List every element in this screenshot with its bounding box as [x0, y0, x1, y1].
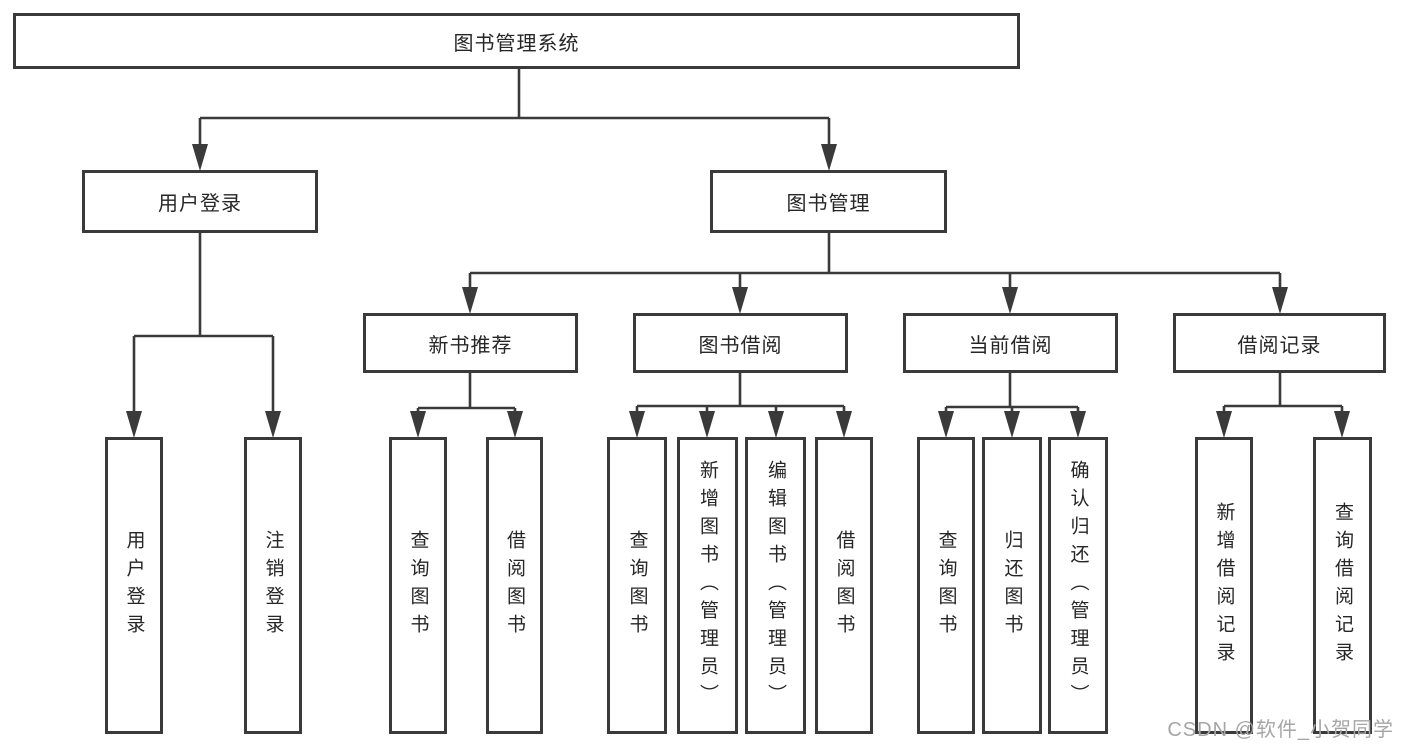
leaf-add-borrow-record: 新增借阅记录: [1195, 437, 1253, 734]
leaf-borrow-book-label: 借阅图书: [833, 529, 855, 642]
leaf-return-book: 归还图书: [982, 437, 1042, 734]
leaf-query-borrow-record-label: 查询借阅记录: [1332, 501, 1353, 670]
connector-shafts: [132, 69, 1344, 414]
connector-new-book-recommend: [416, 373, 517, 414]
node-borrow-record-label: 借阅记录: [1237, 334, 1322, 357]
leaf-borrow-book-recommend-label: 借阅图书: [504, 529, 525, 642]
node-user-login-label: 用户登录: [158, 193, 242, 215]
connector-arrowheads: [126, 144, 1350, 438]
leaf-query-borrow-record: 查询借阅记录: [1313, 437, 1372, 734]
leaf-user-login: 用户登录: [105, 437, 163, 734]
leaf-query-book-recommend: 查询图书: [389, 437, 447, 734]
leaf-add-book-admin-label: 新增图书（管理员）: [697, 459, 718, 712]
node-root-system-label: 图书管理系统: [453, 32, 580, 55]
node-new-book-recommend-label: 新书推荐: [428, 334, 513, 357]
leaf-logout: 注销登录: [244, 437, 302, 734]
node-book-borrow-label: 图书借阅: [698, 334, 783, 357]
connector-current-borrow: [944, 373, 1080, 414]
node-book-management-label: 图书管理: [786, 193, 871, 215]
leaf-add-book-admin: 新增图书（管理员）: [677, 437, 738, 734]
node-user-login: 用户登录: [82, 170, 318, 233]
leaf-user-login-label: 用户登录: [123, 529, 145, 642]
connector-user-login: [132, 233, 275, 414]
leaf-query-book-borrow: 查询图书: [607, 437, 667, 734]
connector-borrow-record: [1222, 373, 1344, 414]
leaf-confirm-return-admin: 确认归还（管理员）: [1048, 437, 1108, 734]
leaf-edit-book-admin: 编辑图书（管理员）: [745, 437, 806, 734]
leaf-add-borrow-record-label: 新增借阅记录: [1213, 501, 1235, 670]
leaf-query-book-recommend-label: 查询图书: [407, 529, 429, 642]
leaf-confirm-return-admin-label: 确认归还（管理员）: [1067, 459, 1089, 712]
csdn-watermark: CSDN @软件_小贺同学: [1167, 719, 1394, 741]
leaf-query-book-current: 查询图书: [917, 437, 975, 734]
leaf-edit-book-admin-label: 编辑图书（管理员）: [765, 459, 786, 712]
node-current-borrow-label: 当前借阅: [968, 334, 1053, 357]
node-book-borrow: 图书借阅: [633, 313, 848, 373]
leaf-borrow-book-recommend: 借阅图书: [486, 437, 543, 734]
leaf-query-book-borrow-label: 查询图书: [626, 529, 648, 642]
node-borrow-record: 借阅记录: [1173, 313, 1386, 373]
leaf-query-book-current-label: 查询图书: [935, 529, 957, 642]
node-book-management: 图书管理: [710, 170, 947, 233]
leaf-logout-label: 注销登录: [262, 529, 284, 642]
node-current-borrow: 当前借阅: [903, 313, 1118, 373]
connector-book-management: [468, 233, 1282, 291]
node-root-system: 图书管理系统: [13, 13, 1020, 69]
leaf-borrow-book: 借阅图书: [815, 437, 873, 734]
connector-book-borrow: [635, 373, 846, 414]
node-new-book-recommend: 新书推荐: [363, 313, 578, 373]
leaf-return-book-label: 归还图书: [1001, 529, 1023, 642]
connector-root: [198, 69, 831, 148]
